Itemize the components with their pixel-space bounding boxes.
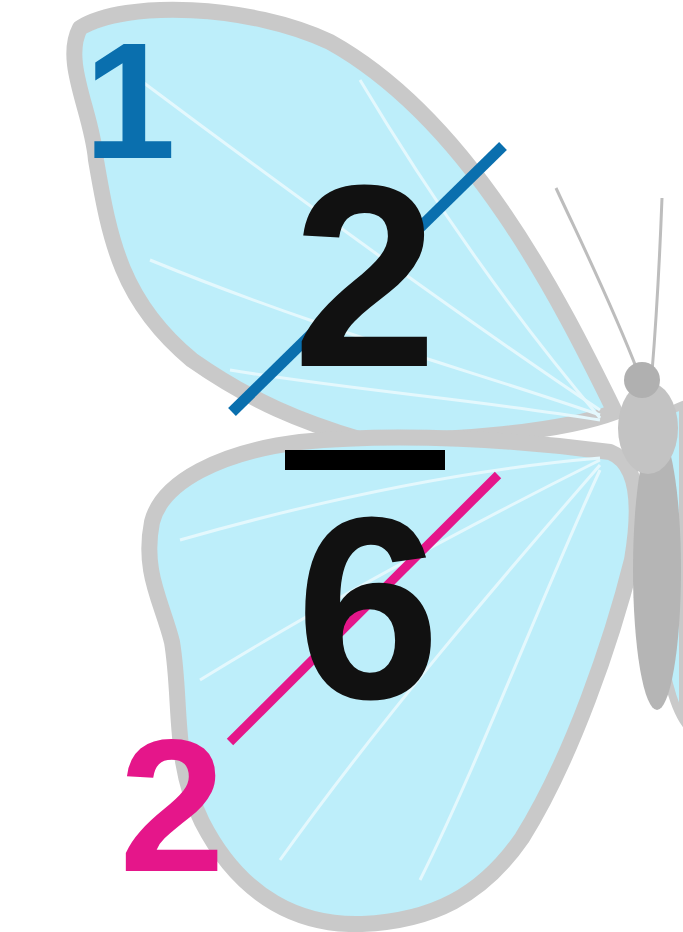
head [624,362,660,398]
simplified-denominator: 2 [119,710,225,900]
upper-wing [74,10,615,440]
denominator: 6 [296,478,441,738]
numerator: 2 [293,146,438,406]
simplified-numerator: 1 [84,19,176,184]
antenna [652,198,662,372]
cancel-slash [232,146,503,412]
fraction-bar [285,450,445,470]
antenna [556,188,638,372]
cancel-slash [230,475,498,742]
